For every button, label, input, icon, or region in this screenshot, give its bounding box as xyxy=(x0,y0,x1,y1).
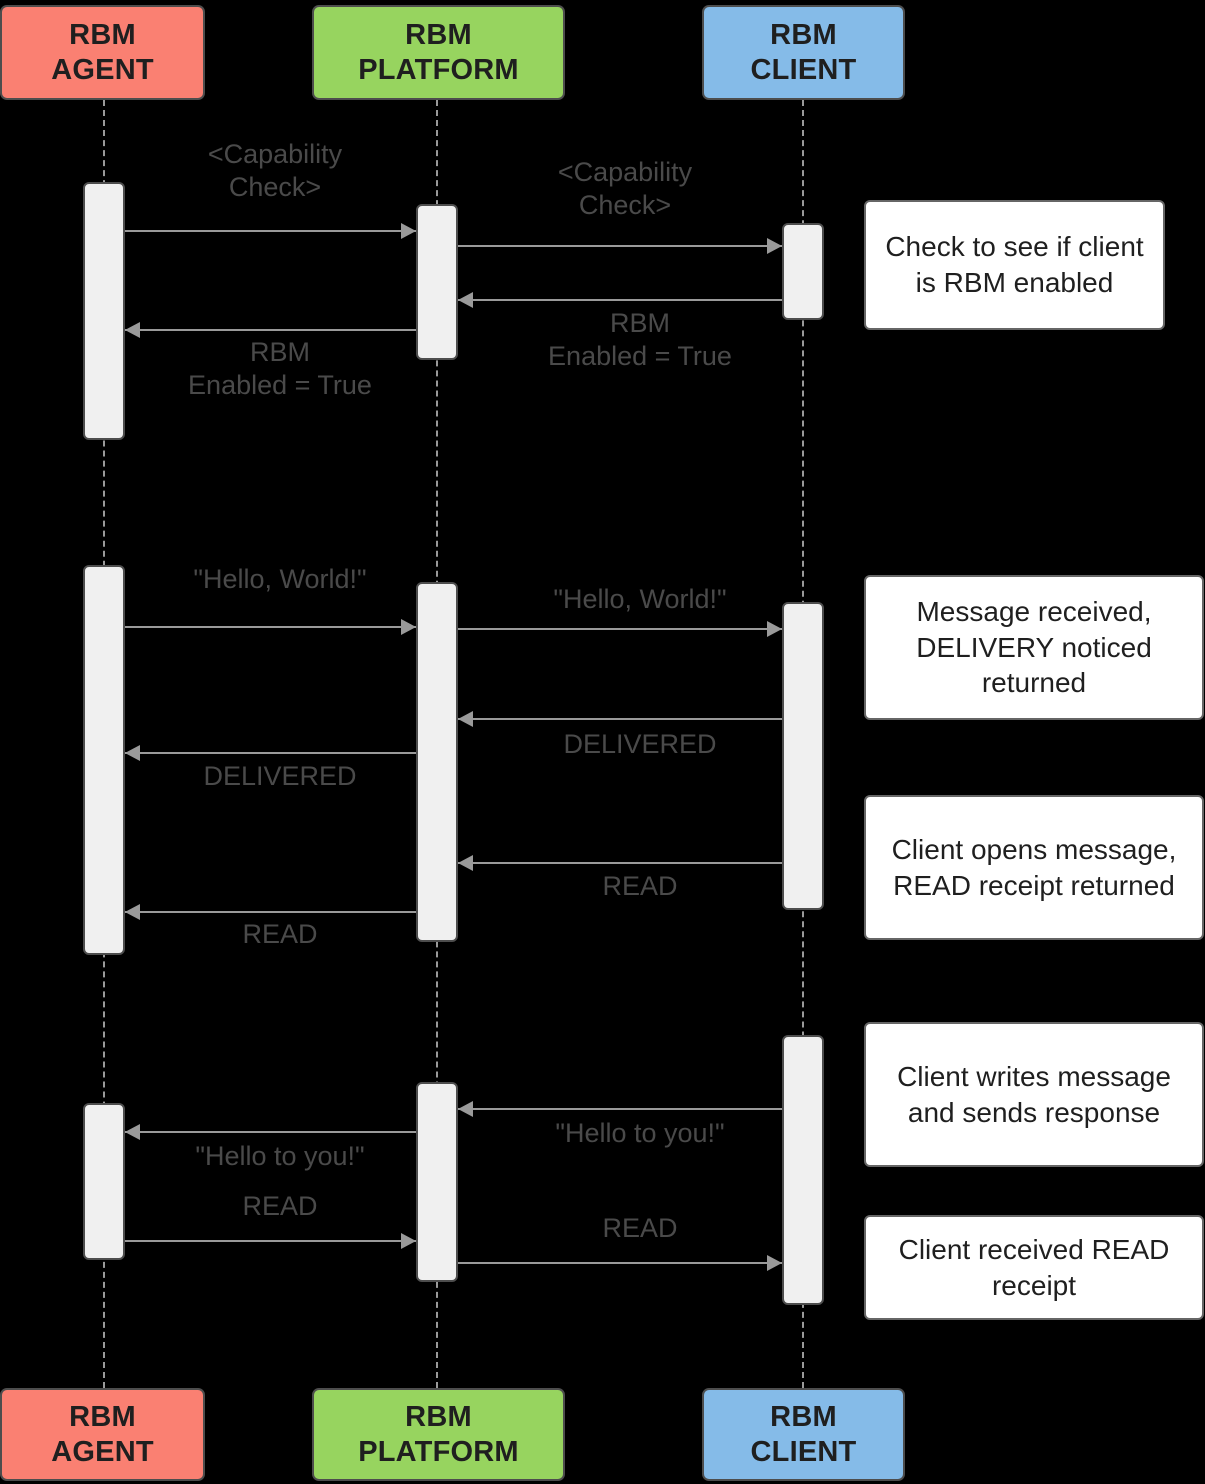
message-line-msg-read-platform-to-agent xyxy=(125,911,416,913)
arrowhead-left-icon xyxy=(125,322,140,338)
message-label-msg-read-agent-to-platform: READ xyxy=(242,1191,318,1221)
message-label-msg-hello-to-you-platform-to-agent: "Hello to you!" xyxy=(195,1141,365,1171)
activation-bar-platform-act-1 xyxy=(416,204,458,360)
arrowhead-right-icon xyxy=(401,1233,416,1249)
note-client-writes: Client writes message and sends response xyxy=(864,1022,1204,1167)
message-label-msg-rbm-enabled-client-to-platform: RBM Enabled = True xyxy=(548,308,732,371)
message-line-msg-hello-world-agent-to-platform xyxy=(125,626,416,628)
arrowhead-left-icon xyxy=(458,292,473,308)
participant-label-line2: PLATFORM xyxy=(358,53,519,86)
participant-label-line2: AGENT xyxy=(51,1435,154,1468)
activation-bar-client-act-2 xyxy=(782,602,824,910)
note-text: Client writes message and sends response xyxy=(897,1060,1171,1128)
arrowhead-right-icon xyxy=(767,238,782,254)
message-line-msg-capability-check-1 xyxy=(125,230,416,232)
arrowhead-left-icon xyxy=(125,745,140,761)
participant-label-line1: RBM xyxy=(69,1401,136,1434)
participant-label-line1: RBM xyxy=(770,1401,837,1434)
participant-label-line1: RBM xyxy=(405,1401,472,1434)
activation-bar-agent-act-2 xyxy=(83,565,125,955)
note-text: Message received, DELIVERY noticed retur… xyxy=(916,595,1152,699)
participant-label-line1: RBM xyxy=(770,19,837,52)
message-label-msg-rbm-enabled-platform-to-agent: RBM Enabled = True xyxy=(188,337,372,400)
message-line-msg-read-agent-to-platform xyxy=(125,1240,416,1242)
message-line-msg-delivered-platform-to-agent xyxy=(125,752,416,754)
message-line-msg-hello-to-you-platform-to-agent xyxy=(125,1131,416,1133)
message-line-msg-hello-to-you-client-to-platform xyxy=(458,1108,782,1110)
participant-label-line1: RBM xyxy=(405,19,472,52)
participant-label-line1: RBM xyxy=(69,19,136,52)
activation-bar-platform-act-3 xyxy=(416,1082,458,1282)
arrowhead-right-icon xyxy=(401,619,416,635)
note-client-received-read: Client received READ receipt xyxy=(864,1215,1204,1320)
participant-label-line2: AGENT xyxy=(51,53,154,86)
arrowhead-right-icon xyxy=(767,621,782,637)
note-capability-check: Check to see if client is RBM enabled xyxy=(864,200,1165,330)
message-label-msg-capability-check-1: <Capability Check> xyxy=(207,139,343,202)
activation-bar-platform-act-2 xyxy=(416,582,458,942)
note-client-opens: Client opens message, READ receipt retur… xyxy=(864,795,1204,940)
participant-label-line2: CLIENT xyxy=(750,1435,857,1468)
arrowhead-left-icon xyxy=(458,1101,473,1117)
message-line-msg-capability-check-2 xyxy=(458,245,782,247)
message-label-msg-read-client-to-platform: READ xyxy=(602,871,678,901)
arrowhead-left-icon xyxy=(125,904,140,920)
message-label-msg-read-platform-to-agent: READ xyxy=(242,919,318,949)
message-label-msg-capability-check-2: <Capability Check> xyxy=(557,157,693,220)
arrowhead-left-icon xyxy=(125,1124,140,1140)
message-line-msg-delivered-client-to-platform xyxy=(458,718,782,720)
arrowhead-right-icon xyxy=(401,223,416,239)
note-text: Client received READ receipt xyxy=(898,1233,1170,1301)
activation-bar-agent-act-1 xyxy=(83,182,125,440)
message-line-msg-rbm-enabled-platform-to-agent xyxy=(125,329,416,331)
arrowhead-left-icon xyxy=(458,711,473,727)
message-line-msg-read-platform-to-client xyxy=(458,1262,782,1264)
note-text: Check to see if client is RBM enabled xyxy=(885,231,1144,298)
participant-label-line2: PLATFORM xyxy=(358,1435,519,1468)
arrowhead-left-icon xyxy=(458,855,473,871)
arrowhead-right-icon xyxy=(767,1255,782,1271)
message-label-msg-read-platform-to-client: READ xyxy=(602,1213,678,1243)
activation-bar-agent-act-3 xyxy=(83,1103,125,1260)
message-line-msg-hello-world-platform-to-client xyxy=(458,628,782,630)
note-message-received: Message received, DELIVERY noticed retur… xyxy=(864,575,1204,720)
message-label-msg-hello-to-you-client-to-platform: "Hello to you!" xyxy=(555,1118,725,1148)
message-line-msg-read-client-to-platform xyxy=(458,862,782,864)
message-label-msg-delivered-client-to-platform: DELIVERED xyxy=(563,729,717,759)
participant-label-line2: CLIENT xyxy=(750,53,857,86)
message-line-msg-rbm-enabled-client-to-platform xyxy=(458,299,782,301)
message-label-msg-hello-world-agent-to-platform: "Hello, World!" xyxy=(193,564,367,594)
message-label-msg-hello-world-platform-to-client: "Hello, World!" xyxy=(553,584,727,614)
note-text: Client opens message, READ receipt retur… xyxy=(891,833,1177,901)
activation-bar-client-act-3 xyxy=(782,1035,824,1305)
activation-bar-client-act-1 xyxy=(782,223,824,320)
message-label-msg-delivered-platform-to-agent: DELIVERED xyxy=(203,761,357,791)
